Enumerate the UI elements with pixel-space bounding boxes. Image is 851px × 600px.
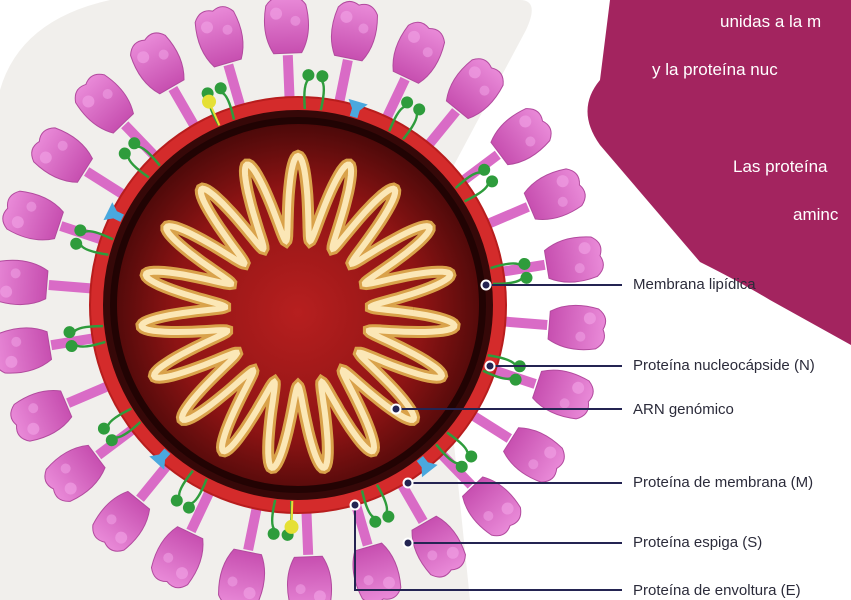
nucleocapsid-dot (487, 363, 494, 370)
spike-protein-dot (405, 540, 412, 547)
panel-text-line-4: aminc (793, 205, 838, 225)
label-membrane-protein: Proteína de membrana (M) (633, 474, 813, 491)
genomic-rna-dot (393, 406, 400, 413)
panel-text-line-1: unidas a la m (720, 12, 821, 32)
lipid-membrane-dot (483, 282, 490, 289)
label-spike-protein: Proteína espiga (S) (633, 534, 762, 551)
label-lipid-membrane: Membrana lipídica (633, 276, 756, 293)
envelope-protein-dot (352, 502, 359, 509)
panel-text-line-3: Las proteína (733, 157, 828, 177)
label-envelope-protein: Proteína de envoltura (E) (633, 582, 801, 599)
label-genomic-rna: ARN genómico (633, 401, 734, 418)
label-nucleocapsid-protein: Proteína nucleocápside (N) (633, 357, 815, 374)
membrane-protein-dot (405, 480, 412, 487)
panel-text-line-2: y la proteína nuc (652, 60, 778, 80)
spike-protein-icon (496, 299, 607, 351)
